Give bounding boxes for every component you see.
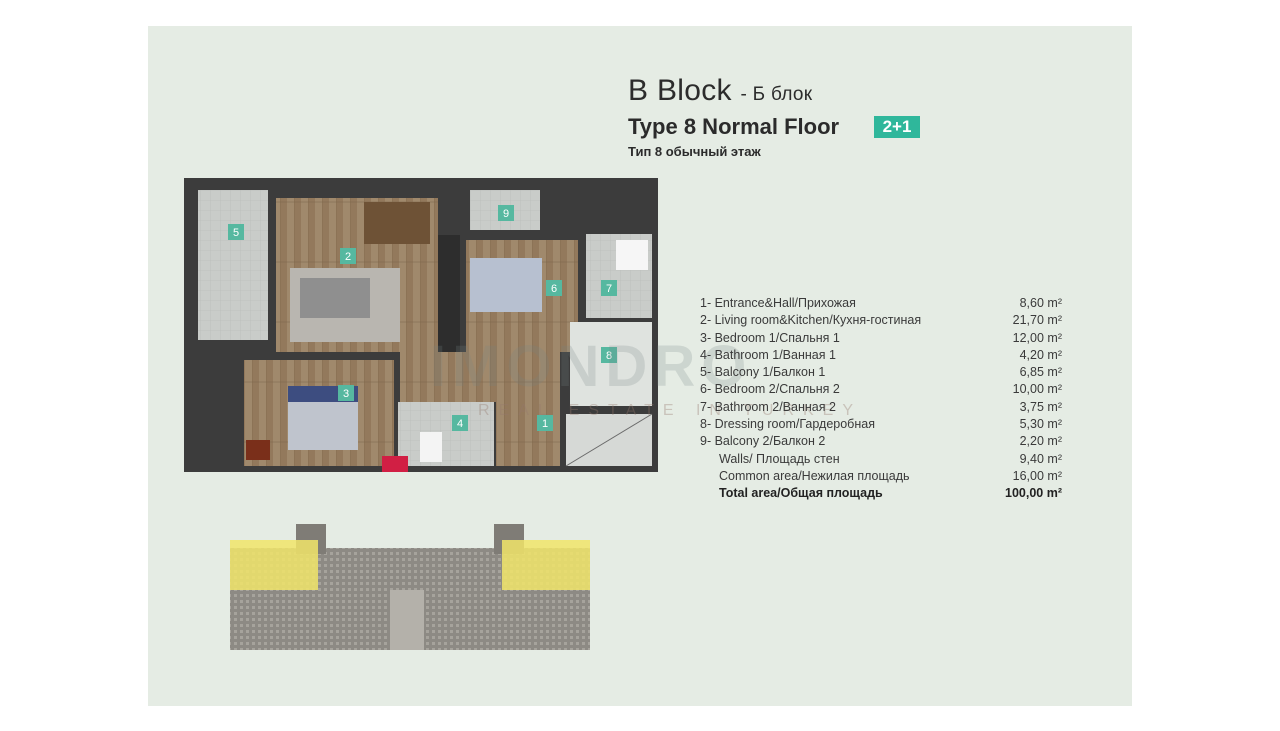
svg-text:5: 5 — [233, 227, 239, 239]
bed-icon — [470, 258, 542, 312]
block-title: B Block - Б блок — [628, 74, 813, 107]
room-4-bathroom — [398, 402, 494, 466]
kitchen-counter — [438, 235, 460, 352]
key-plan — [230, 524, 590, 650]
room-5-balcony — [198, 190, 268, 340]
highlight-unit — [502, 540, 590, 590]
type-title-ru: Тип 8 обычный этаж — [628, 144, 761, 159]
entrance-door — [382, 456, 408, 472]
svg-text:1: 1 — [542, 418, 548, 430]
room-8-dressing — [570, 322, 652, 406]
svg-text:2: 2 — [345, 251, 351, 263]
watermark-tagline: REAL ESTATE IN TURKEY — [478, 402, 863, 419]
svg-text:6: 6 — [551, 283, 557, 295]
shower-icon — [616, 240, 648, 270]
svg-text:3: 3 — [343, 388, 349, 400]
highlight-unit — [230, 540, 318, 590]
room-markers: 5 2 9 6 7 8 3 4 1 — [228, 205, 617, 431]
room-1-hall — [400, 352, 560, 402]
type-title: Type 8 Normal Floor — [628, 114, 840, 139]
watermark-logo: IMONDRO — [430, 334, 753, 399]
block-title-ru: - Б блок — [740, 84, 813, 105]
svg-text:7: 7 — [606, 283, 612, 295]
svg-text:9: 9 — [503, 208, 509, 220]
room-count-badge: 2+1 — [874, 116, 920, 138]
dining-table-icon — [364, 202, 430, 244]
svg-text:8: 8 — [606, 350, 612, 362]
bathtub-icon — [420, 432, 442, 462]
svg-text:4: 4 — [457, 418, 463, 430]
